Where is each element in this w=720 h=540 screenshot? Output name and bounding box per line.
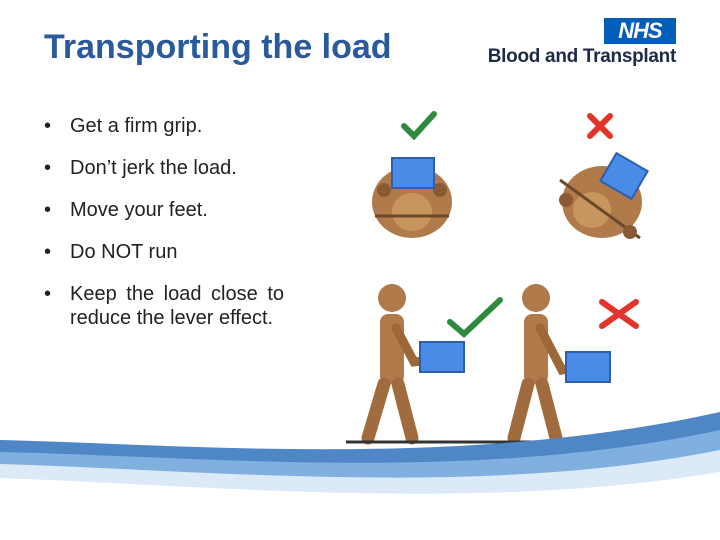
slide-title: Transporting the load (44, 28, 392, 66)
correct-grip-topview (372, 111, 452, 238)
load-box (599, 151, 649, 201)
load-box (565, 351, 611, 383)
bullet-marker: • (44, 115, 52, 137)
load-box (391, 157, 435, 189)
bullet-marker: • (44, 157, 52, 179)
cross-icon (599, 299, 639, 329)
bullet-item: • Don’t jerk the load. (44, 156, 289, 180)
bullet-list: •Get a firm grip. •Don’t jerk the load. … (44, 114, 289, 348)
footer-wave (0, 412, 720, 540)
logo-subtitle: Blood and Transplant (487, 46, 677, 67)
nhs-badge: NHS (604, 18, 676, 44)
load-box (419, 341, 465, 373)
bullet-marker: • (44, 199, 52, 221)
bullet-text: Move your feet. (70, 199, 208, 221)
incorrect-carry-sideview (507, 284, 639, 445)
bullet-text: Do NOT run (70, 241, 178, 263)
check-icon (447, 297, 503, 339)
bullet-text: Don’t jerk the load. (70, 157, 237, 179)
bullet-marker: • (44, 241, 52, 263)
bullet-item: • Do NOT run (44, 240, 289, 264)
lifting-illustration (346, 111, 686, 445)
bullet-item: • Get a firm grip. (44, 114, 289, 138)
bullet-item: • Keep the load close to reduce the leve… (44, 282, 289, 330)
cross-icon (587, 113, 613, 139)
nhs-badge-text: NHS (618, 18, 662, 43)
bullet-text: Get a firm grip. (70, 115, 203, 137)
incorrect-grip-topview (559, 113, 649, 240)
bullet-marker: • (44, 283, 52, 305)
bullet-text: Keep the load close to reduce the lever … (70, 283, 284, 329)
correct-carry-sideview (361, 284, 503, 445)
bullet-item: • Move your feet. (44, 198, 289, 222)
nhs-logo: NHS Blood and Transplant (478, 18, 700, 70)
check-icon (401, 111, 437, 141)
